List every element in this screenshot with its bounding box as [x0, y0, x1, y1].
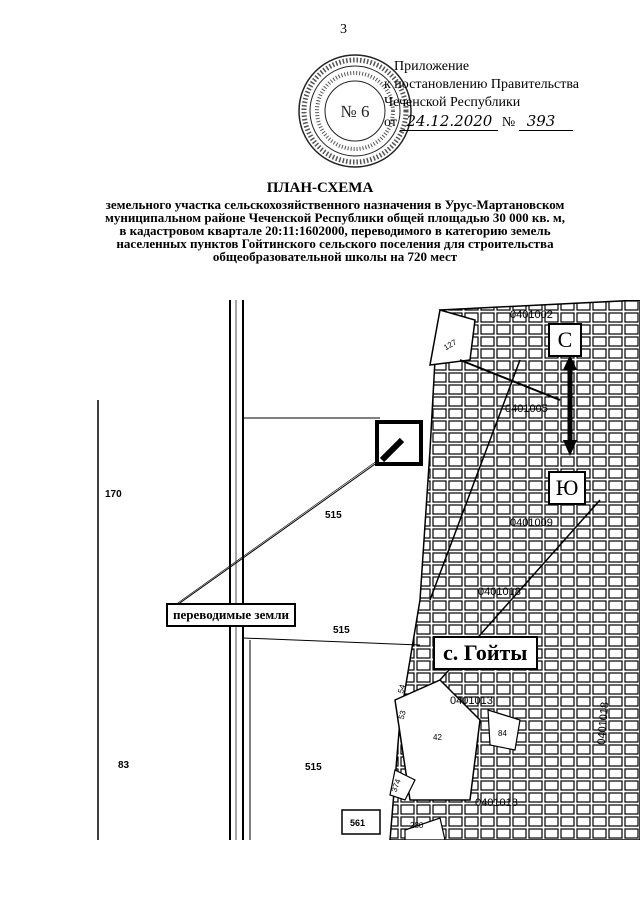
- page-number: 3: [340, 22, 347, 37]
- document-subtitle: земельного участка сельскохозяйственного…: [104, 197, 566, 264]
- appendix-resolution: к постановлению Правительства: [384, 77, 580, 92]
- appendix-number: 393: [518, 112, 574, 131]
- appendix-title: Приложение: [394, 59, 470, 74]
- parcel-label: 83: [118, 760, 130, 771]
- appendix-date-line: от 24.12.2020 № 393: [384, 112, 579, 132]
- quarter-label: 0401002: [510, 309, 553, 321]
- parcel-label: 515: [305, 762, 322, 773]
- parcel-label: 280: [410, 821, 424, 830]
- parcel-label: 374: [390, 777, 403, 793]
- village-label: с. Гойты: [433, 636, 538, 670]
- south-label: Ю: [548, 471, 586, 505]
- quarter-label: 0401005: [505, 403, 548, 415]
- quarter-label: 0401018: [478, 586, 521, 598]
- official-seal: № 6: [298, 54, 412, 168]
- parcel-label: 561: [350, 818, 365, 828]
- document-title: ПЛАН-СХЕМА: [266, 180, 374, 196]
- parcel-label: 84: [498, 729, 507, 738]
- appendix-government: Чеченской Республики: [384, 95, 521, 110]
- parcel-label: 515: [333, 625, 350, 636]
- cadastral-map: 170 515 515 83 515 42 84 374 280 127 53 …: [97, 300, 640, 840]
- transfer-land-label: переводимые земли: [166, 603, 297, 627]
- number-prefix: №: [501, 115, 516, 130]
- quarter-label: 0401013: [450, 695, 493, 707]
- north-label: С: [548, 323, 582, 357]
- parcel-label: 515: [325, 510, 342, 521]
- quarter-label: 0401018: [475, 797, 518, 809]
- date-prefix: от: [384, 115, 397, 130]
- appendix-block: Приложение к постановлению Правительства…: [384, 58, 579, 132]
- parcel-label: 53: [397, 709, 408, 720]
- quarter-label: 0401009: [510, 517, 553, 529]
- seal-number: № 6: [341, 102, 370, 121]
- parcel-label: 170: [105, 489, 122, 500]
- appendix-date: 24.12.2020: [400, 112, 499, 131]
- parcel-label: 42: [433, 733, 442, 742]
- parcel-label: 54: [396, 683, 407, 694]
- quarter-label: 0401018: [596, 702, 612, 746]
